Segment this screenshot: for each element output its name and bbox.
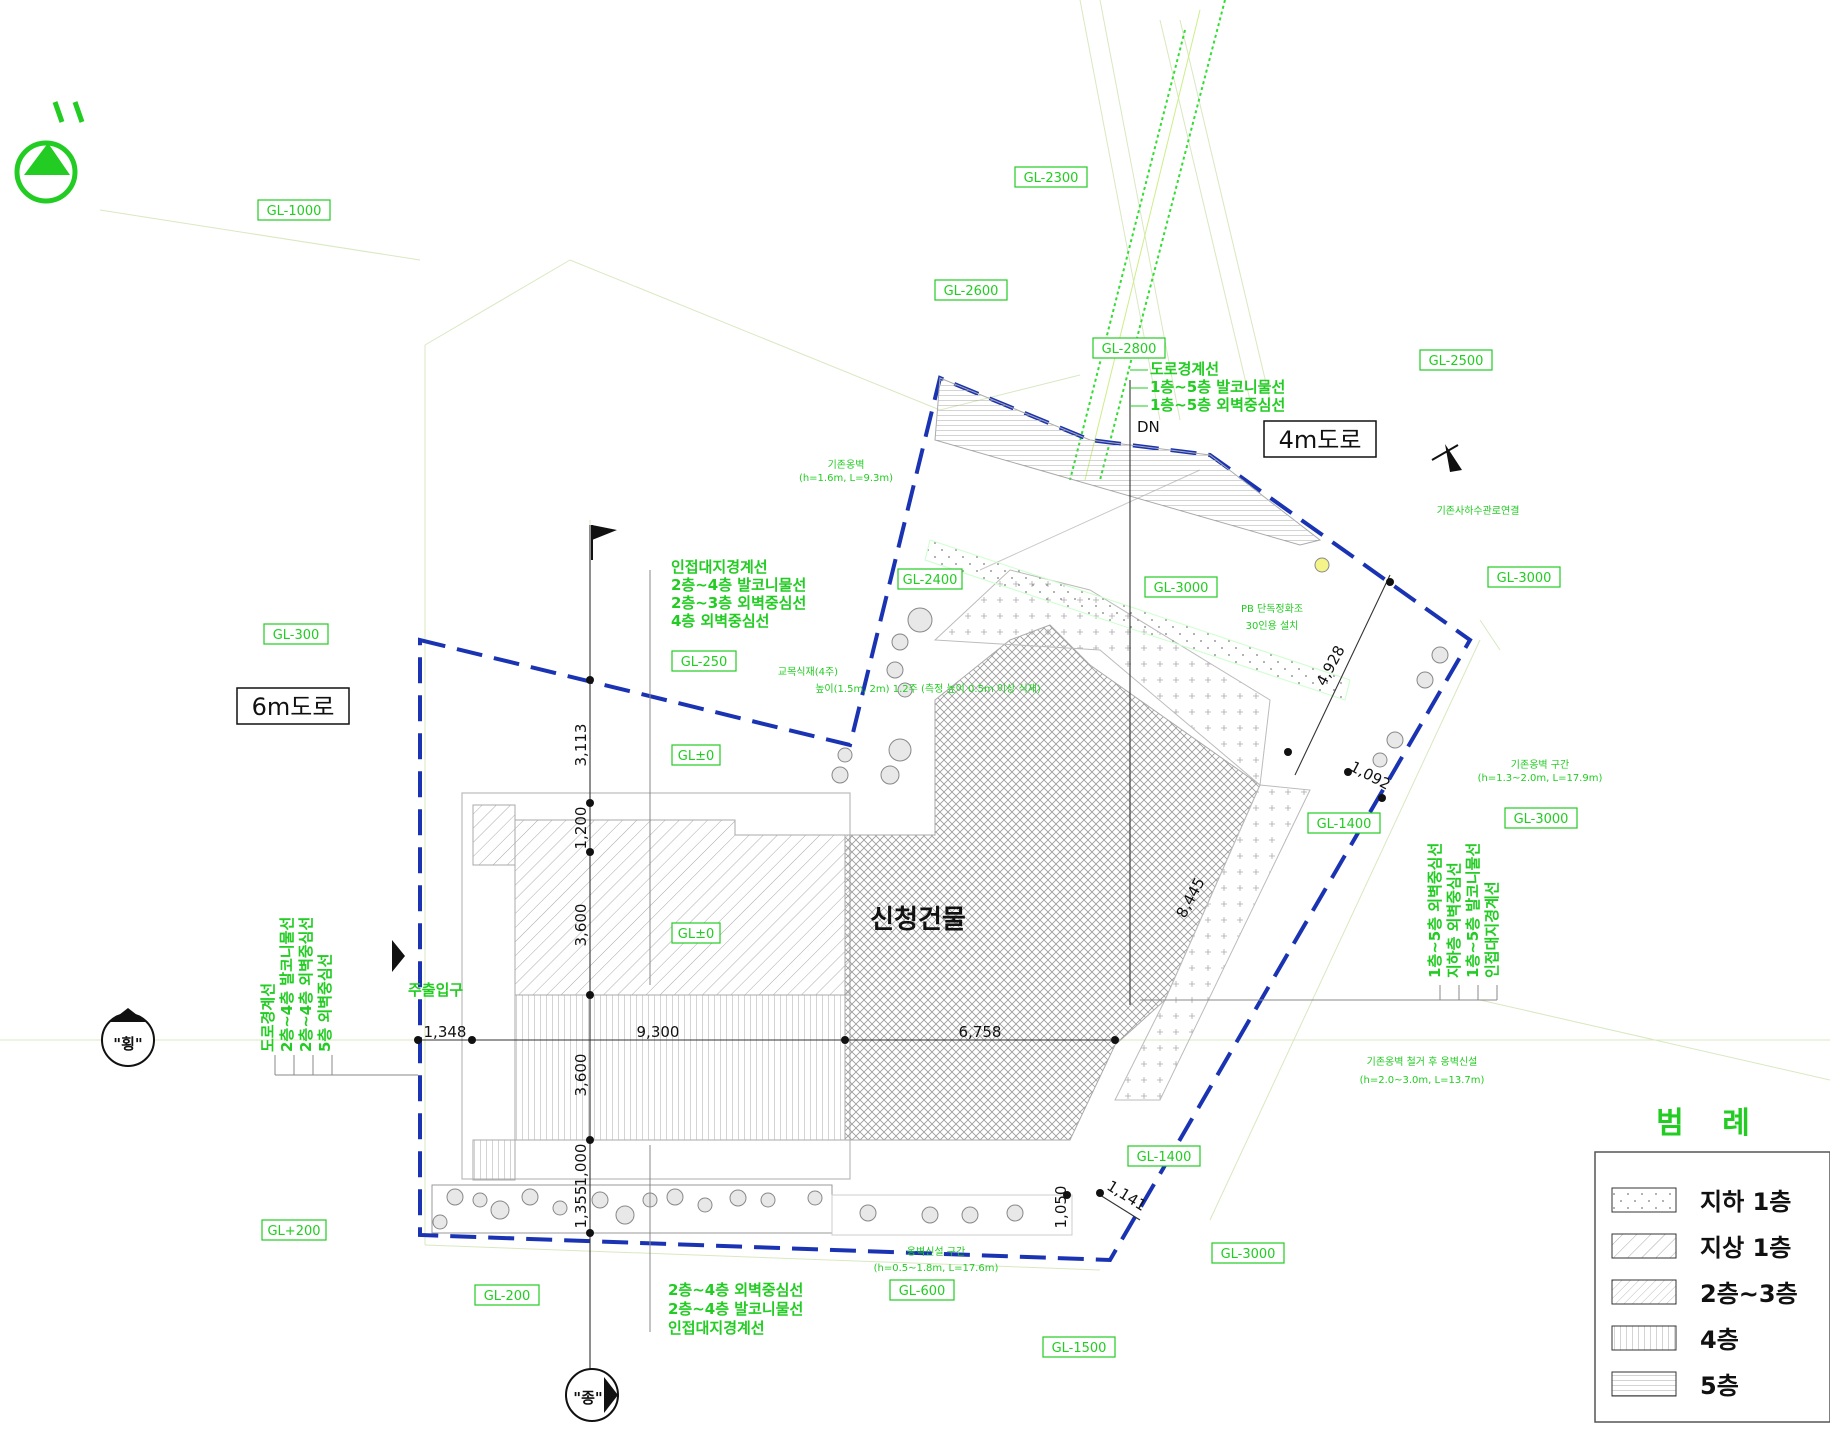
gl-label: GL-3000 <box>1514 812 1569 827</box>
annotation-text: 기존옹벽 철거 후 옹벽신설 <box>1367 1056 1478 1068</box>
annotation-text: 인접대지경계선 <box>668 1319 765 1337</box>
gl-label: GL-3000 <box>1154 581 1209 596</box>
gl-label: GL-300 <box>273 628 320 643</box>
building-footprint <box>431 377 1351 1236</box>
annotation-text: 기존사하수관로연결 <box>1437 504 1520 517</box>
gl-label: GL-2300 <box>1024 171 1079 186</box>
section-marker-bottom: "종" <box>565 1368 619 1422</box>
annotation-mid-top: 인접대지경계선 2층~4층 발코니물선 2층~3층 외벽중심선 4층 외벽중심선 <box>649 558 806 985</box>
legend-item-b1: 지하 1층 <box>1611 1187 1791 1216</box>
dim-text: 3,113 <box>572 724 590 767</box>
annotation-text: 도로경계선 <box>1150 360 1219 378</box>
gl-label: GL-1500 <box>1052 1341 1107 1356</box>
dim-text: 1,355 <box>572 1186 590 1229</box>
gl-label: GL±0 <box>678 749 714 764</box>
annotation-text: (h=2.0~3.0m, L=13.7m) <box>1360 1075 1485 1086</box>
dim-text: 1,200 <box>572 807 590 850</box>
road-west-label: 6m도로 <box>252 693 335 721</box>
annotation-text: 지하층 외벽중심선 <box>1445 862 1463 978</box>
legend-label: 5층 <box>1700 1372 1739 1400</box>
annotation-text: (h=1.6m, L=9.3m) <box>799 473 893 484</box>
annotation-north-top: 도로경계선 1층~5층 발코니물선 1층~5층 외벽중심선 <box>1130 360 1285 414</box>
gl-label: GL-200 <box>484 1289 531 1304</box>
landscape-trees <box>432 557 1449 1230</box>
annotation-text: 2층~4층 발코니물선 <box>671 576 806 594</box>
dim-text: 1,050 <box>1052 1186 1070 1229</box>
legend-title: 범 례 <box>1656 1106 1764 1141</box>
annotation-text: 도로경계선 <box>259 983 277 1052</box>
section-bottom-label: "종" <box>573 1389 602 1407</box>
annotation-text: 5층 외벽중심선 <box>316 954 334 1052</box>
annotation-text: 2층~4층 외벽중심선 <box>668 1281 803 1299</box>
gl-label: GL+200 <box>267 1224 320 1239</box>
legend: 범 례 지하 1층 지상 1층 2층~3층 4층 5층 <box>1594 1106 1830 1423</box>
gl-label: GL-2500 <box>1429 354 1484 369</box>
annotation-text: 2층~4층 발코니물선 <box>668 1300 803 1318</box>
legend-item-f23: 2층~3층 <box>1611 1279 1798 1308</box>
dimension-lines <box>392 380 1462 1400</box>
legend-item-f4: 4층 <box>1611 1325 1739 1354</box>
gl-label: GL-2800 <box>1102 342 1157 357</box>
annotation-text: 1층~5층 외벽중심선 <box>1150 396 1285 414</box>
gl-label: GL-1400 <box>1317 817 1372 832</box>
annotation-left-vertical: 도로경계선 2층~4층 발코니물선 2층~4층 외벽중심선 5층 외벽중심선 <box>259 917 418 1076</box>
gl-label: GL±0 <box>678 927 714 942</box>
annotation-text: (h=0.5~1.8m, L=17.6m) <box>874 1263 999 1274</box>
legend-label: 4층 <box>1700 1326 1739 1354</box>
annotation-text: 옹벽신설 구간 <box>907 1246 965 1258</box>
gl-label: GL-1000 <box>267 204 322 219</box>
annotation-text: 2층~4층 외벽중심선 <box>297 917 315 1052</box>
dim-text: 9,300 <box>637 1023 680 1041</box>
annotation-right-vertical: 1층~5층 외벽중심선 지하층 외벽중심선 1층~5층 발코니물선 인접대지경계… <box>1140 843 1501 1001</box>
legend-label: 지상 1층 <box>1700 1234 1791 1262</box>
north-arrow-icon <box>14 101 85 204</box>
legend-item-f1: 지상 1층 <box>1611 1233 1791 1262</box>
annotation-text: 30인용 설치 <box>1246 620 1299 632</box>
utility-lines <box>1069 0 1226 481</box>
annotation-text: PB 단독정화조 <box>1241 603 1303 615</box>
annotation-text: (h=1.3~2.0m, L=17.9m) <box>1478 773 1603 784</box>
annotation-bottom: 2층~4층 외벽중심선 2층~4층 발코니물선 인접대지경계선 <box>649 1145 803 1337</box>
annotation-text: 4층 외벽중심선 <box>671 612 769 630</box>
legend-item-f5: 5층 <box>1611 1371 1739 1400</box>
gl-label: GL-3000 <box>1497 571 1552 586</box>
dim-text: DN <box>1137 418 1160 436</box>
ground-level-labels: GL-1000 GL-2300 GL-2600 GL-2800 GL-2500 … <box>257 166 1578 1358</box>
annotation-text: 1층~5층 외벽중심선 <box>1426 843 1444 978</box>
road-labels: 6m도로 4m도로 <box>236 420 1377 725</box>
dim-text: 6,758 <box>959 1023 1002 1041</box>
annotation-small-notes: 기존옹벽 (h=1.6m, L=9.3m) 기존옹벽 구간 (h=1.3~2.0… <box>778 459 1603 1274</box>
gl-label: GL-600 <box>899 1284 946 1299</box>
annotation-text: 인접대지경계선 <box>671 558 768 576</box>
annotation-text: 2층~3층 외벽중심선 <box>671 594 806 612</box>
gl-label: GL-250 <box>681 655 728 670</box>
building-label: 신청건물 <box>870 905 966 935</box>
road-north-label: 4m도로 <box>1279 426 1362 454</box>
section-left-label: "횡" <box>113 1035 142 1053</box>
annotation-text: 교목식재(4주) <box>778 666 838 678</box>
gl-label: GL-1400 <box>1137 1150 1192 1165</box>
legend-label: 지하 1층 <box>1700 1188 1791 1216</box>
annotation-text: 인접대지경계선 <box>1483 881 1501 978</box>
dim-text: 1,000 <box>572 1144 590 1187</box>
dim-text: 3,600 <box>572 1054 590 1097</box>
gl-label: GL-3000 <box>1221 1247 1276 1262</box>
gl-label: GL-2400 <box>903 573 958 588</box>
annotation-text: 높이(1.5m, 2m) 1.2주 (측정 높이 0.5m 이상 식재) <box>815 683 1041 695</box>
legend-label: 2층~3층 <box>1700 1280 1798 1308</box>
annotation-text: 기존옹벽 구간 <box>1511 759 1569 771</box>
annotation-text: 1층~5층 발코니물선 <box>1150 378 1285 396</box>
dim-text: 1,141 <box>1104 1177 1150 1215</box>
annotation-text: 기존옹벽 <box>828 459 865 471</box>
dim-text: 3,600 <box>572 904 590 947</box>
entrance-label: 주출입구 <box>408 981 463 999</box>
section-marker-left: "횡" <box>101 1008 155 1067</box>
gl-label: GL-2600 <box>944 284 999 299</box>
annotation-text: 2층~4층 발코니물선 <box>278 917 296 1052</box>
dim-text: 1,348 <box>424 1023 467 1041</box>
annotation-text: 1층~5층 발코니물선 <box>1464 843 1482 978</box>
